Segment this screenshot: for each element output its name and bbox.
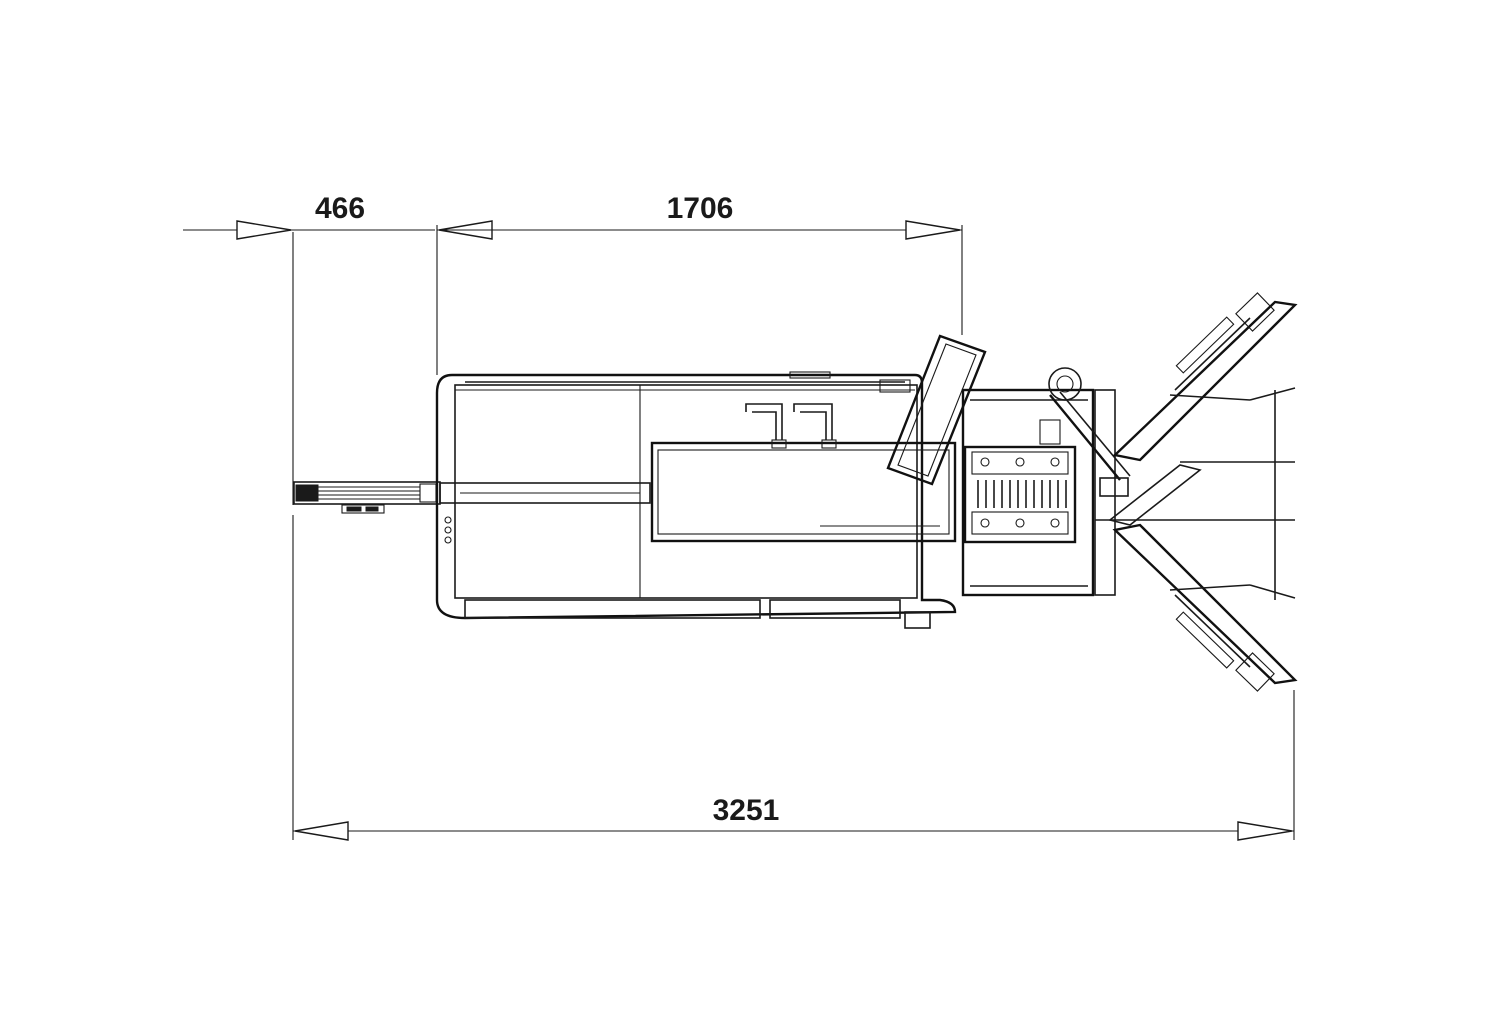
- jack-stand: [341, 504, 385, 514]
- chassis-outline: [435, 373, 957, 620]
- dimension-label-1706: 1706: [667, 192, 734, 225]
- dimension-1706: 1706: [437, 192, 963, 335]
- bottom-bracket: [904, 611, 931, 629]
- wedge-teeth: [977, 480, 1067, 508]
- dimension-arrow-3251-right: [1237, 821, 1293, 841]
- handle-hook-2: [793, 403, 833, 440]
- output-conveyor: [1095, 292, 1298, 692]
- hopper-bed: [650, 441, 957, 543]
- handle-hook-1: [745, 403, 783, 440]
- tow-hitch: [295, 484, 319, 502]
- drive-shaft: [439, 482, 651, 504]
- main-chassis: [435, 371, 957, 629]
- rear-frame: [961, 388, 1095, 597]
- chassis-inner-frame: [454, 384, 918, 599]
- lower-chute: [1112, 523, 1298, 685]
- pivot-wheel: [1048, 367, 1082, 401]
- tow-bar: [293, 481, 441, 514]
- dimension-3251: 3251: [292, 515, 1295, 841]
- splitting-head: [961, 367, 1131, 597]
- dimension-arrow-3251-left: [294, 821, 349, 841]
- bottom-rail-right: [769, 599, 901, 619]
- arm-clamp: [1099, 477, 1129, 497]
- splitter-wedge-block: [963, 445, 1077, 544]
- dimension-label-3251: 3251: [713, 794, 780, 827]
- dimension-arrow-466-left: [236, 220, 292, 240]
- tilted-feeder-plate: [886, 334, 987, 486]
- dimension-466: 466: [183, 192, 493, 505]
- dimension-arrow-1706-right: [905, 220, 961, 240]
- hydraulic-arm: [1049, 394, 1121, 481]
- dimension-label-466: 466: [315, 192, 365, 225]
- bottom-rail-left: [464, 599, 761, 619]
- upper-chute: [1112, 300, 1298, 462]
